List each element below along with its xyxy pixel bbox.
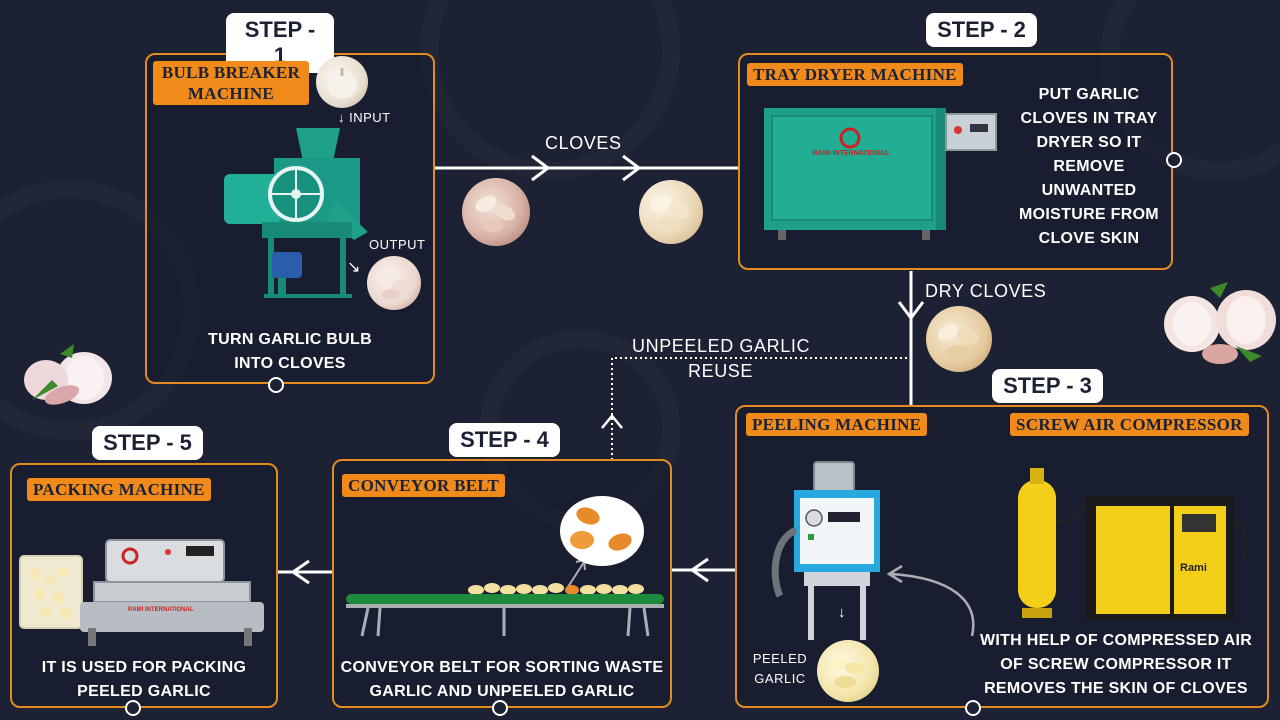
cloves-flow-label: CLOVES — [545, 133, 622, 153]
step4-caption-line2: GARLIC AND UNPEELED GARLIC — [369, 683, 635, 700]
step2-desc-line-1: PUT GARLIC — [1038, 86, 1140, 103]
unpeeled-reuse-label-1: UNPEELED GARLIC — [632, 336, 811, 356]
garlic-bulb-photo — [316, 56, 368, 108]
step1-caption: TURN GARLIC BULB INTO CLOVES — [150, 328, 430, 376]
waste-garlic-bubble — [560, 496, 644, 566]
tray-dryer-brand: RAMI INTERNATIONAL — [812, 150, 890, 157]
screw-air-compressor-image — [1008, 462, 1248, 630]
input-label: ↓ INPUT — [338, 110, 391, 125]
step4-machine-tag: CONVEYOR BELT — [342, 474, 506, 497]
step5-anchor-dot — [125, 700, 141, 716]
peeled-garlic-line1: PEELED — [752, 651, 808, 666]
cloves-output-photo — [367, 256, 421, 310]
step4-caption: CONVEYOR BELT FOR SORTING WASTE GARLIC A… — [334, 656, 670, 704]
bulb-breaker-machine-image — [218, 122, 378, 300]
step1-tag-line2: MACHINE — [187, 84, 275, 103]
step3-caption-line2: OF SCREW COMPRESSOR IT — [1000, 656, 1232, 673]
step2-description: PUT GARLIC CLOVES IN TRAY DRYER SO IT RE… — [1008, 83, 1170, 251]
garlic-bulb-decoration-right — [1158, 282, 1280, 374]
step3-compressor-tag: SCREW AIR COMPRESSOR — [1010, 413, 1249, 436]
peeled-garlic-line2: GARLIC — [754, 671, 806, 686]
step3-badge: STEP - 3 — [992, 369, 1103, 403]
step3-anchor-dot — [965, 700, 981, 716]
step5-caption-line2: PEELED GARLIC — [77, 683, 211, 700]
step2-desc-line-2: CLOVES IN TRAY — [1020, 110, 1158, 127]
step5-caption: IT IS USED FOR PACKING PEELED GARLIC — [14, 656, 274, 704]
peeling-machine-image — [768, 460, 888, 644]
step5-caption-line1: IT IS USED FOR PACKING — [41, 659, 247, 676]
step4-badge: STEP - 4 — [449, 423, 560, 457]
step2-desc-line-4: REMOVE — [1053, 158, 1125, 175]
step3-peeling-tag: PEELING MACHINE — [746, 413, 928, 436]
unpeeled-reuse-label-2: REUSE — [688, 361, 754, 381]
cloves-photo — [639, 180, 703, 244]
step2-machine-tag: TRAY DRYER MACHINE — [747, 63, 963, 86]
chevron-left-icon — [689, 557, 709, 583]
step1-tag-line1: BULB BREAKER — [161, 63, 301, 82]
chevron-down-icon — [897, 301, 925, 321]
reuse-dotted-path — [611, 357, 911, 460]
step3-caption: WITH HELP OF COMPRESSED AIR OF SCREW COM… — [968, 629, 1264, 701]
chevron-right-icon — [622, 154, 642, 182]
chevron-left-icon — [290, 559, 310, 585]
packing-machine-brand: RAMI INTERNATIONAL — [128, 607, 194, 613]
step3-caption-line3: REMOVES THE SKIN OF CLOVES — [984, 680, 1248, 697]
compressor-brand: Rami — [1180, 562, 1207, 574]
tray-dryer-machine-image — [758, 104, 1004, 244]
step2-desc-line-7: CLOVE SKIN — [1038, 230, 1140, 247]
chevron-up-icon — [601, 414, 623, 429]
step1-caption-line1: TURN GARLIC BULB — [208, 331, 372, 348]
step1-anchor-dot — [268, 377, 284, 393]
waste-arrow — [565, 561, 585, 591]
packing-machine-image — [18, 532, 270, 650]
conveyor-belt-image — [344, 578, 666, 638]
chevron-right-icon — [531, 154, 551, 182]
step4-caption-line1: CONVEYOR BELT FOR SORTING WASTE — [340, 659, 664, 676]
peeled-arrow-icon: ↓ — [838, 604, 846, 621]
input-label-text: INPUT — [349, 110, 391, 125]
arrowhead-icon — [886, 564, 903, 584]
step2-badge: STEP - 2 — [926, 13, 1037, 47]
dry-cloves-photo — [926, 306, 992, 372]
garlic-bulb-decoration-left — [12, 340, 117, 415]
step4-anchor-dot — [492, 700, 508, 716]
dry-cloves-flow-label: DRY CLOVES — [925, 281, 1047, 301]
peeled-garlic-photo — [817, 640, 879, 702]
step2-desc-line-3: DRYER SO IT — [1036, 134, 1142, 151]
cloves-photo — [462, 178, 530, 246]
step3-caption-line1: WITH HELP OF COMPRESSED AIR — [979, 632, 1253, 649]
step1-caption-line2: INTO CLOVES — [234, 355, 346, 372]
step5-machine-tag: PACKING MACHINE — [27, 478, 211, 501]
curved-arrow — [891, 572, 975, 637]
step2-desc-line-6: MOISTURE FROM — [1019, 206, 1159, 223]
step5-badge: STEP - 5 — [92, 426, 203, 460]
step1-machine-tag: BULB BREAKER MACHINE — [153, 61, 309, 105]
output-label: OUTPUT — [369, 237, 426, 252]
step2-anchor-dot — [1166, 152, 1182, 168]
peeled-garlic-label: PEELED GARLIC — [752, 651, 808, 686]
step2-desc-line-5: UNWANTED — [1041, 182, 1137, 199]
output-arrow-icon: ↘ — [347, 259, 361, 276]
